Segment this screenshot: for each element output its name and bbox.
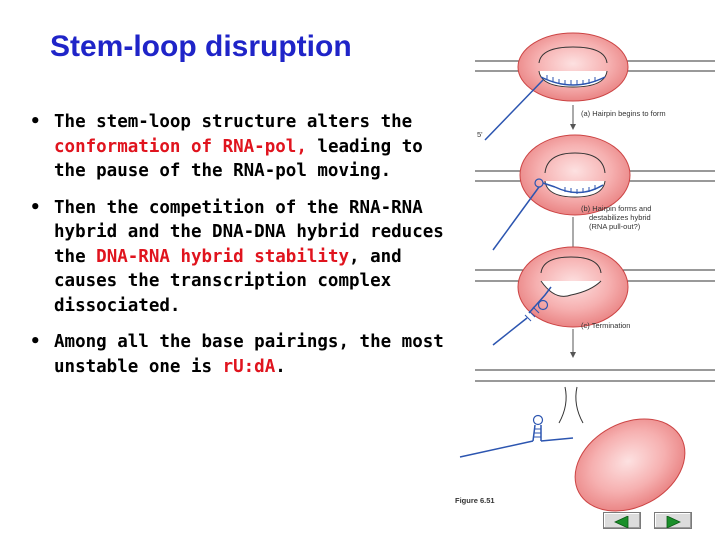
slide-title: Stem-loop disruption — [50, 30, 352, 63]
bullet-text: . — [275, 356, 286, 377]
bullet-text: , and causes the transcription complex d… — [54, 246, 402, 316]
rna-polymerase — [519, 134, 631, 216]
termination-diagram: 5' (a) Hairpin begins to form (b) Hairpi… — [455, 32, 715, 512]
rna-strand — [492, 186, 540, 251]
bullet-dot: • — [30, 332, 41, 352]
step-b-line1: (b) Hairpin forms and — [581, 204, 651, 213]
bullet-text: leading to the pause of the RNA-pol movi… — [54, 136, 423, 182]
right-arrow-icon — [666, 515, 681, 528]
bullet-list: • The stem-loop structure alters the conf… — [28, 110, 448, 391]
rna-strand — [492, 317, 528, 346]
bullet-item: • The stem-loop structure alters the conf… — [28, 110, 448, 184]
bullet-dot: • — [30, 112, 41, 132]
step-c-label: (c) Termination — [581, 321, 630, 330]
bullet-highlight: conformation of RNA-pol, — [54, 136, 307, 157]
bullet-highlight: rU:dA — [222, 356, 276, 377]
rna-polymerase — [517, 32, 629, 102]
bullet-highlight: DNA-RNA hybrid stability — [96, 246, 350, 267]
stage-released — [459, 369, 715, 512]
termination-figure: 5' (a) Hairpin begins to form (b) Hairpi… — [455, 25, 720, 520]
bullet-item: • Among all the base pairings, the most u… — [28, 330, 448, 379]
stage-hairpin-destabilizes: (b) Hairpin forms and destabilizes hybri… — [475, 134, 715, 254]
bullet-text: Then the competition of the RNA-RNA hybr… — [54, 197, 444, 267]
figure-caption: Figure 6.51 — [455, 496, 495, 505]
stage-hairpin-begins: 5' (a) Hairpin begins to form — [475, 32, 715, 141]
stage-termination: (c) Termination — [475, 246, 715, 358]
step-a-label: (a) Hairpin begins to form — [581, 109, 666, 118]
step-b-line2: destabilizes hybrid — [589, 213, 651, 222]
previous-slide-button[interactable] — [603, 512, 641, 529]
rna-strand — [484, 79, 544, 141]
step-b-line3: (RNA pull-out?) — [589, 222, 641, 231]
released-rna — [459, 440, 534, 458]
left-arrow-icon — [614, 515, 629, 528]
released-polymerase — [574, 418, 686, 512]
next-slide-button[interactable] — [654, 512, 692, 529]
bullet-item: • Then the competition of the RNA-RNA hyb… — [28, 196, 448, 319]
bullet-text: Among all the base pairings, the most un… — [54, 332, 444, 377]
five-prime-label: 5' — [477, 130, 483, 139]
bullet-dot: • — [30, 197, 41, 218]
bullet-text: The stem-loop structure alters the — [54, 112, 413, 132]
